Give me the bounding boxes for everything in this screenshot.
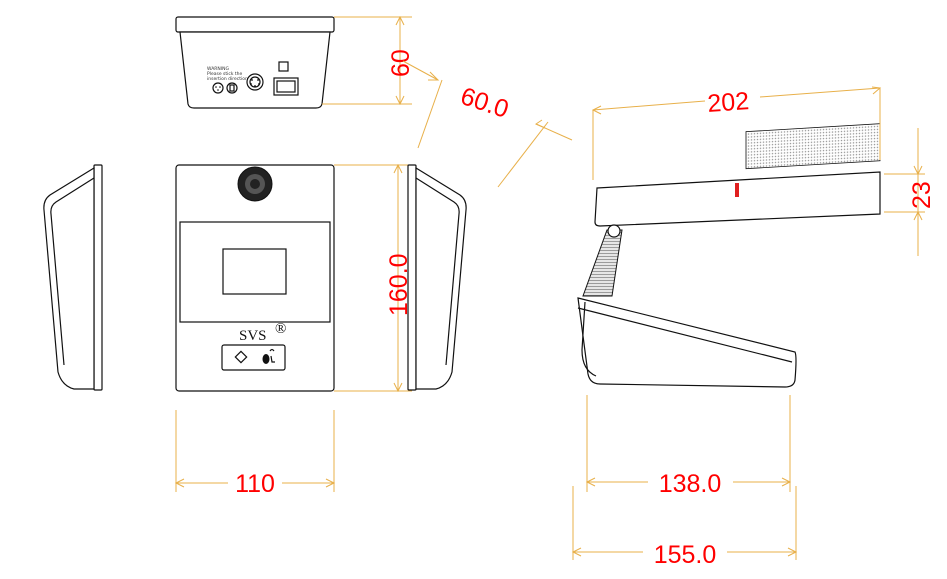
left-side-front-plate — [93, 164, 103, 391]
left-side-body — [43, 166, 95, 390]
base-unit — [577, 297, 797, 388]
brand-name: SVS — [239, 328, 267, 344]
right-side-body — [415, 166, 467, 390]
left-side-view — [43, 164, 103, 391]
brand-logo: SVS ® — [239, 321, 286, 344]
rear-view-top-edge — [175, 16, 335, 33]
mic-length-dimension: 202 — [591, 86, 882, 180]
angle-label: 60.0 — [457, 82, 512, 124]
mic-height-label: 23 — [908, 181, 936, 209]
right-side-view — [407, 164, 467, 391]
front-view: SVS ® — [175, 164, 335, 392]
rear-height-dimension: 60 — [322, 15, 415, 106]
warning-text-3: insertion direction — [207, 76, 248, 82]
front-height-dimension: 160.0 — [334, 163, 413, 393]
front-width-label: 110 — [235, 470, 275, 498]
din-connector-small-icon — [212, 82, 224, 94]
mic-height-dimension: 23 — [884, 128, 936, 256]
brand-mark: ® — [275, 321, 286, 337]
warning-label: WARNING Please stick the insertion direc… — [207, 66, 248, 82]
rear-height-label: 60 — [387, 49, 415, 77]
speak-button-icon[interactable] — [262, 348, 276, 365]
warning-text-1: WARNING — [207, 66, 229, 72]
microphone-socket-icon — [237, 166, 273, 202]
diamond-button-icon[interactable] — [234, 350, 248, 364]
rj45-small-port-icon — [278, 61, 289, 72]
front-width-dimension: 110 — [174, 410, 336, 498]
mic-length-label: 202 — [706, 87, 750, 118]
warning-text-2: Please stick the — [207, 71, 243, 77]
base-depth-label: 138.0 — [659, 470, 722, 498]
rj45-port-icon — [273, 77, 299, 96]
base-depth-dimension: 138.0 — [585, 395, 792, 498]
din-connector-icon — [246, 73, 264, 91]
front-button-panel[interactable] — [221, 344, 286, 371]
angle-dimension: 60.0 — [402, 60, 573, 188]
gooseneck-joint — [607, 224, 621, 238]
audio-jack-icon — [226, 82, 238, 94]
front-lcd-screen — [222, 248, 287, 295]
microphone-mesh — [745, 123, 881, 170]
rear-view: WARNING Please stick the insertion direc… — [175, 16, 335, 109]
profile-view — [577, 123, 881, 388]
gooseneck-stem — [582, 229, 623, 297]
rear-view-body — [179, 31, 331, 109]
overall-depth-label: 155.0 — [654, 541, 717, 569]
right-side-front-plate — [407, 164, 417, 391]
mute-indicator-red — [735, 183, 739, 197]
overall-depth-dimension: 155.0 — [571, 486, 798, 569]
microphone-head — [594, 171, 881, 227]
